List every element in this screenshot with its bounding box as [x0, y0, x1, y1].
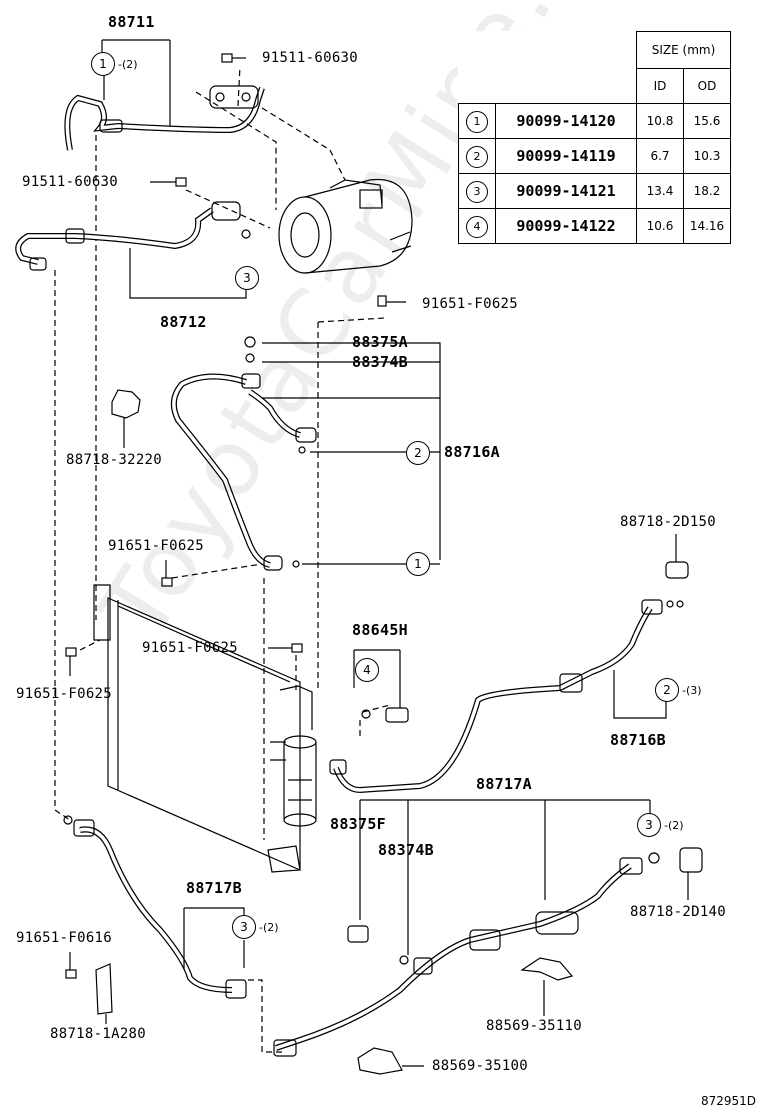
part-88375F: 88375F [330, 815, 386, 833]
table-row: 3 90099-14121 13.4 18.2 [458, 173, 731, 209]
bracket-88718-32220 [111, 389, 141, 448]
part-88645H: 88645H [352, 621, 408, 639]
leader-88712 [129, 248, 247, 299]
part-91511-60630-left: 91511-60630 [22, 174, 119, 190]
table-row: 1 90099-14120 10.8 15.6 [458, 103, 731, 139]
callout-88716B: 2 [655, 678, 679, 702]
part-91651-F0625-mid: 91651-F0625 [108, 538, 205, 554]
compressor [278, 178, 413, 274]
part-88569-35110: 88569-35110 [486, 1018, 583, 1034]
part-88717A: 88717A [476, 775, 532, 793]
callout-88717A-mult: -(2) [664, 819, 684, 832]
hose-88717B [63, 815, 247, 999]
part-88718-2D150: 88718-2D150 [620, 514, 717, 530]
callout-88716A-1: 1 [406, 552, 430, 576]
clamp-88718-2D150 [665, 534, 689, 579]
o-ring-size-table: SIZE (mm) ID OD 1 90099-14120 10.8 15.6 … [458, 31, 731, 244]
condenser [93, 584, 317, 873]
callout-88717A: 3 [637, 813, 661, 837]
part-88716B: 88716B [610, 731, 666, 749]
part-91511-60630-top: 91511-60630 [262, 50, 359, 66]
callout-88645H: 4 [355, 658, 379, 682]
part-88374B-top: 88374B [352, 353, 408, 371]
part-88711: 88711 [108, 13, 155, 31]
leader-88717B [183, 907, 245, 970]
part-88718-2D140: 88718-2D140 [630, 904, 727, 920]
bolt-icon [65, 53, 406, 979]
callout-88716B-mult: -(3) [682, 684, 702, 697]
part-88718-1A280: 88718-1A280 [50, 1026, 147, 1042]
part-88717B: 88717B [186, 879, 242, 897]
callout-88711: 1 [91, 52, 115, 76]
part-91651-F0616: 91651-F0616 [16, 930, 113, 946]
part-91651-F0625-left: 91651-F0625 [16, 686, 113, 702]
part-88374B-bottom: 88374B [378, 841, 434, 859]
part-91651-F0625-cond: 91651-F0625 [142, 640, 239, 656]
part-91651-F0625-top: 91651-F0625 [422, 296, 519, 312]
leader-88717A [359, 799, 651, 955]
callout-88717B-mult: -(2) [259, 921, 279, 934]
callout-88717B: 3 [232, 915, 256, 939]
part-88716A: 88716A [444, 443, 500, 461]
clamp-88569-35100 [357, 1047, 424, 1075]
leader-88716A [262, 342, 441, 565]
col-id: ID [636, 68, 684, 104]
hose-88716A [170, 336, 317, 571]
callout-88712: 3 [235, 266, 259, 290]
hose-88717A [273, 852, 660, 1057]
bracket-88718-1A280 [95, 963, 113, 1024]
leader-88711 [101, 39, 171, 130]
part-88569-35100: 88569-35100 [432, 1058, 529, 1074]
leader-88716B [613, 670, 667, 719]
part-88718-32220: 88718-32220 [66, 452, 163, 468]
clamp-88569-35110 [520, 957, 574, 1016]
hose-88712 [15, 201, 251, 271]
hose-88711 [64, 85, 265, 151]
size-header: SIZE (mm) [636, 31, 731, 69]
callout-88711-mult: -(2) [118, 58, 138, 71]
clamp-88718-2D140 [679, 847, 703, 900]
pressure-switch-88645H [353, 649, 409, 723]
part-88712: 88712 [160, 313, 207, 331]
hose-88716B [329, 599, 684, 794]
table-row: 4 90099-14122 10.6 14.16 [458, 208, 731, 244]
part-88375A: 88375A [352, 333, 408, 351]
diagram-reference: 872951D [700, 1094, 756, 1108]
table-row: 2 90099-14119 6.7 10.3 [458, 138, 731, 174]
col-od: OD [683, 68, 731, 104]
callout-88716A-2: 2 [406, 441, 430, 465]
